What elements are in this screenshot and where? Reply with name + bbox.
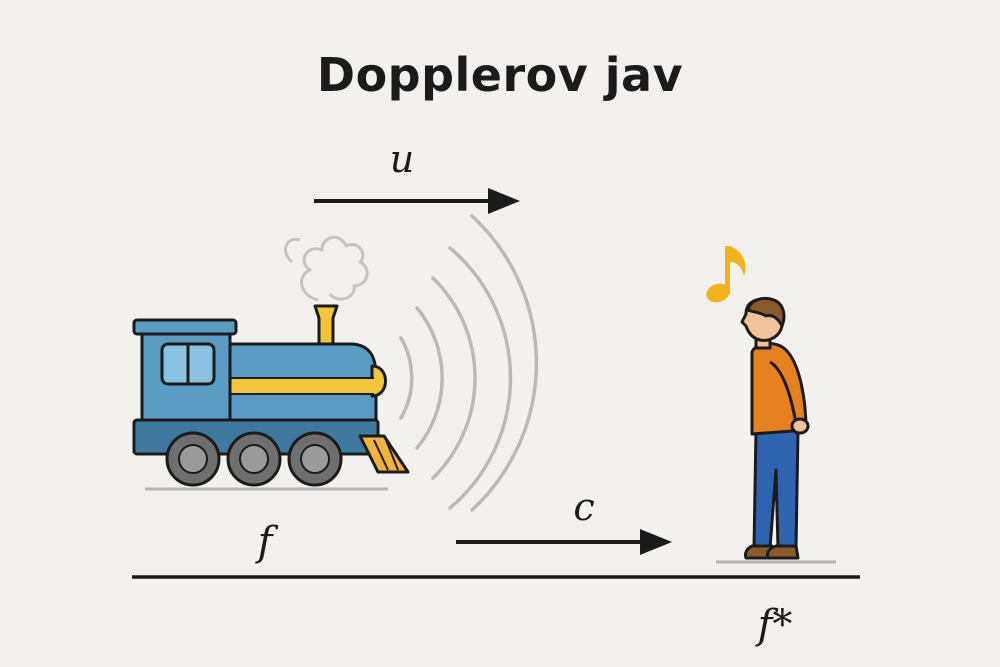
diagram-title: Dopplerov jav xyxy=(316,48,684,102)
sound-wave-1 xyxy=(399,336,414,420)
music-note-icon xyxy=(706,246,746,303)
wave-speed-arrow xyxy=(456,529,672,555)
train-wheels xyxy=(165,431,343,487)
train-icon xyxy=(132,235,410,491)
observed-frequency-label: f* xyxy=(755,602,793,648)
sound-waves xyxy=(399,214,539,512)
sound-wave-5 xyxy=(470,214,539,512)
person-icon xyxy=(716,296,836,564)
source-velocity-label: u xyxy=(390,137,414,181)
source-frequency-label: f xyxy=(255,519,279,565)
source-velocity-arrow xyxy=(314,188,520,214)
sound-wave-4 xyxy=(448,246,513,510)
smoke-icon xyxy=(300,235,369,302)
sound-wave-2 xyxy=(415,306,444,450)
sound-wave-3 xyxy=(431,276,477,480)
wave-speed-label: c xyxy=(573,485,594,529)
